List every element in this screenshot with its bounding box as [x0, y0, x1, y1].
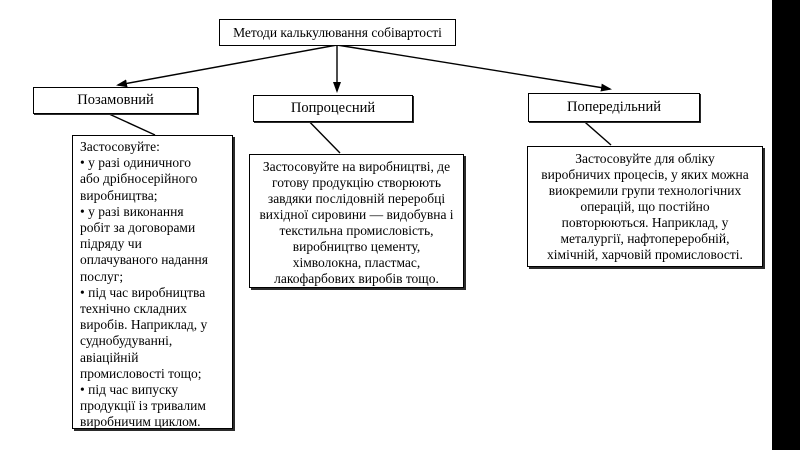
branch-description-poperedilnyi: Застосовуйте для обліку виробничих проце… — [527, 146, 763, 267]
arrow-root-to-pozamovnyi — [116, 44, 338, 88]
branch-label-text: Попроцесний — [290, 100, 376, 116]
arrow-root-to-poperedilnyi — [336, 44, 612, 92]
branch-label-pozamovnyi: Позамовний — [33, 87, 198, 114]
right-black-bar — [772, 0, 800, 450]
branch-label-text: Попередільний — [567, 99, 661, 115]
branch-description-text: Застосовуйте для обліку виробничих проце… — [541, 151, 749, 262]
root-method-box: Методи калькулювання собівартості — [219, 19, 456, 46]
branch-label-text: Позамовний — [77, 92, 154, 108]
branch-label-poprotsesnyi: Попроцесний — [253, 95, 413, 122]
root-method-label: Методи калькулювання собівартості — [233, 24, 442, 40]
branch-description-poprotsesnyi: Застосовуйте на виробництві, де готову п… — [249, 154, 464, 288]
branch-description-pozamovnyi: Застосовуйте: • у разі одиничного або др… — [72, 135, 233, 429]
branch-label-poperedilnyi: Попередільний — [528, 93, 700, 122]
branch-description-text: Застосовуйте: • у разі одиничного або др… — [80, 139, 208, 430]
branch-description-text: Застосовуйте на виробництві, де готову п… — [259, 159, 454, 286]
